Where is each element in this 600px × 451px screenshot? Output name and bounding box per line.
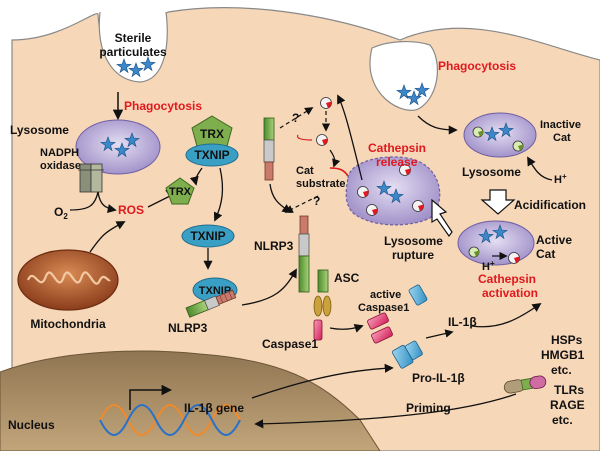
cathepsin-icon [366,204,379,216]
inactive-label-2: Cat [553,132,571,144]
cathepsin-icon [316,134,329,146]
h-plus-low: H+ [482,259,495,273]
lysosome-rupture-label-2: rupture [392,248,434,262]
cathepsin-activation-label-2: activation [482,286,538,300]
ros-label: ROS [118,203,144,217]
active-caspase1-label-2: Caspase1 [358,302,409,314]
cathepsin-activation-label-1: Cathepsin [478,272,536,286]
nlrp3-left [185,289,237,318]
nlrp3-inactive [263,117,275,181]
h-plus-top: H+ [554,172,567,186]
inactive-cathepsin-icon [512,140,524,152]
rupture-arrow [431,198,453,238]
cathepsin-icon [320,97,333,109]
txnip-top-label: TXNIP [194,148,229,162]
inactive-cathepsin-icon [472,126,484,138]
inactive-cathepsin-icon [468,246,480,258]
pro-il1b-label: Pro-IL-1β [412,371,465,385]
cathepsin-icon [412,200,425,212]
lysosome-left [75,119,161,175]
etc-low-label: etc. [552,413,573,427]
mitochondria [17,249,119,311]
lysosome-rupture-label-1: Lysosome [384,234,443,248]
lysosome-left-label: Lysosome [10,123,69,137]
oxidase-label: oxidase [40,160,81,172]
priming-label: Priming [406,401,451,415]
nlrp3-center-label: NLRP3 [254,239,294,253]
lysosome-right-label: Lysosome [462,165,521,179]
tlr-receptor [503,375,547,394]
mitochondria-label: Mitochondria [30,317,106,331]
txnip-free [181,224,235,248]
active-caspase1 [367,312,389,330]
nlrp3-left-label: NLRP3 [168,321,208,335]
hmgb1-label: HMGB1 [541,348,585,362]
active-caspase1-label-1: active [370,289,401,301]
tlrs-label: TLRs [554,383,584,397]
promoter-arrow [129,384,173,410]
asc-label: ASC [334,271,360,285]
il1b-mature [408,284,428,306]
phagocytosis-right-label: Phagocytosis [438,59,516,73]
cathepsin-icon [357,186,370,198]
sterile-label: Sterile [115,31,152,45]
caspase1-label: Caspase1 [262,337,318,351]
trx-mid-label: TRX [169,186,192,198]
acidification-arrow [480,189,516,215]
hsps-label: HSPs [551,333,583,347]
cat-substrate-label-2: substrate [296,178,346,190]
o2-label: O2 [54,205,68,221]
question-2: ? [313,194,320,208]
phagocytosis-left-label: Phagocytosis [124,99,202,113]
particulates-label: particulates [99,45,167,59]
nadph-oxidase [79,163,92,193]
pro-il1b [391,340,423,369]
txnip-complex [185,143,239,167]
nucleus [0,350,381,451]
il1b-label: IL-1β [448,315,477,329]
lysosome-active [457,220,535,266]
trx-top-label: TRX [200,127,224,141]
il1b-gene-label: IL-1β gene [184,401,244,415]
active-cathepsin-icon [508,252,521,264]
active-cat-label-2: Cat [536,247,555,261]
cathepsin-release-label-1: Cathepsin [368,141,426,155]
cathepsin-release-label-2: release [376,155,418,169]
acidification-label: Acidification [514,198,586,212]
nlrp3-inflammasome [298,215,332,341]
question-1: ? [292,111,299,125]
txnip-mid-label: TXNIP [190,229,225,243]
dna-strand [99,404,241,436]
inactive-label-1: Inactive [540,119,581,131]
nucleus-label: Nucleus [8,418,55,432]
nadph-label: NADPH [40,147,79,159]
rage-label: RAGE [550,398,585,412]
cat-substrate-label-1: Cat [296,165,314,177]
trx-free [165,177,195,205]
active-cat-label-1: Active [536,233,572,247]
etc-top-label: etc. [551,363,572,377]
